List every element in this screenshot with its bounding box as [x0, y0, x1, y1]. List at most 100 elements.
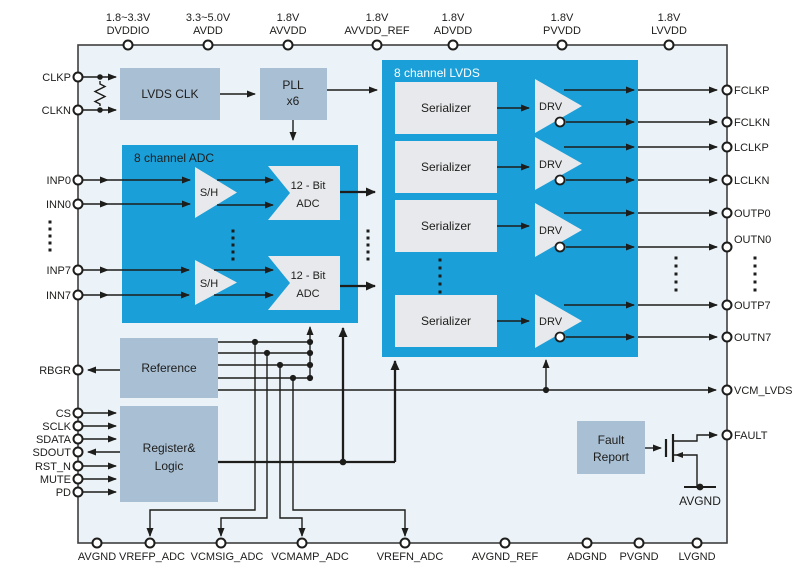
pin-label-lclkp: LCLKP — [734, 142, 769, 154]
pin-label-outn0: OUTN0 — [734, 234, 771, 246]
serializer-input-wires — [497, 104, 530, 325]
register-logic-block — [120, 406, 218, 502]
reference-label: Reference — [141, 361, 197, 375]
pin-lclkn — [721, 174, 733, 186]
drv-0-label: DRV — [539, 101, 563, 113]
pin-label-advdd: ADVDD — [434, 25, 473, 37]
pin-vcm-lvds — [721, 384, 733, 396]
pin-label-lvvdd-voltage: 1.8V — [658, 12, 681, 24]
pin-label-vrefp-adc: VREFP_ADC — [119, 551, 185, 563]
sample-hold-7-triangle — [195, 260, 237, 305]
pin-dvddio — [122, 39, 134, 51]
pin-label-pvvdd: PVVDD — [543, 25, 581, 37]
ellipsis-left-outside — [48, 220, 52, 252]
pin-label-fclkp: FCLKP — [734, 85, 769, 97]
pin-sdata — [72, 433, 84, 445]
pin-lclkp — [721, 141, 733, 153]
pin-lvgnd — [691, 537, 703, 549]
reference-block — [120, 338, 218, 398]
right-pin-labels: FCLKP FCLKN LCLKP LCLKN OUTP0 OUTN0 OUTP… — [734, 85, 792, 442]
pin-label-avgnd-ref: AVGND_REF — [472, 551, 539, 563]
pin-label-outp0: OUTP0 — [734, 208, 771, 220]
pin-label-mute: MUTE — [40, 474, 71, 486]
pin-label-vcm-lvds: VCM_LVDS — [734, 385, 792, 397]
ellipsis-right-inside — [674, 256, 678, 292]
inversion-bubble-2 — [554, 241, 566, 253]
pin-label-outn7: OUTN7 — [734, 332, 771, 344]
serializer-1-label: Serializer — [421, 160, 471, 174]
pin-outp0 — [721, 207, 733, 219]
pin-label-lvgnd: LVGND — [678, 551, 715, 563]
drv-2-label: DRV — [539, 225, 563, 237]
drv-2-triangle — [535, 203, 582, 257]
block-labels: LVDS CLK PLL x6 8 channel ADC 8 channel … — [134, 66, 721, 508]
serializer-1-block — [395, 141, 497, 193]
serializer-3-block — [395, 295, 497, 347]
drv-3-label: DRV — [539, 316, 563, 328]
pin-label-avdd: AVDD — [193, 25, 223, 37]
pin-label-pd: PD — [56, 487, 71, 499]
pin-pd — [72, 486, 84, 498]
pin-outp7 — [721, 299, 733, 311]
pin-label-clkn: CLKN — [42, 105, 71, 117]
left-pin-labels: CLKP CLKN INP0 INN0 INP7 INN7 RBGR CS SC… — [33, 72, 72, 499]
pin-vrefn-adc — [399, 537, 411, 549]
pin-fclkn — [721, 116, 733, 128]
register-label-line2: Logic — [155, 459, 184, 473]
pin-label-sclk: SCLK — [42, 421, 71, 433]
left-pins — [72, 71, 84, 498]
pin-pvvdd — [556, 39, 568, 51]
top-power-pins — [122, 39, 675, 51]
pin-label-avgnd: AVGND — [78, 551, 116, 563]
adc12-0-block — [268, 166, 340, 220]
pin-avdd — [202, 39, 214, 51]
pll-block — [260, 68, 327, 120]
pin-adgnd — [581, 537, 593, 549]
adc12-0-label-line1: 12 - Bit — [291, 180, 326, 192]
inversion-bubble-1 — [554, 174, 566, 186]
pin-label-vcmamp-adc: VCMAMP_ADC — [271, 551, 349, 563]
pin-clkp — [72, 71, 84, 83]
fault-circuit — [645, 431, 718, 491]
pin-label-dvddio: DVDDIO — [107, 25, 150, 37]
pin-avvdd — [282, 39, 294, 51]
register-label-line1: Register& — [143, 441, 196, 455]
fault-label-line1: Fault — [598, 433, 625, 447]
drv-3-triangle — [535, 294, 582, 348]
pin-label-avvdd-ref-voltage: 1.8V — [366, 12, 389, 24]
adc12-7-label-line2: ADC — [296, 288, 319, 300]
drv-0-triangle — [535, 79, 582, 133]
pin-label-avvdd-ref: AVVDD_REF — [344, 25, 409, 37]
pin-fclkp — [721, 84, 733, 96]
pin-advdd — [447, 39, 459, 51]
pin-rbgr — [72, 364, 84, 376]
pin-inp0 — [72, 174, 84, 186]
adc12-7-block — [268, 256, 340, 310]
pin-label-rst-n: RST_N — [35, 461, 71, 473]
pin-label-pvgnd: PVGND — [619, 551, 658, 563]
pin-vcmsig-adc — [215, 537, 227, 549]
pin-label-rbgr: RBGR — [39, 365, 71, 377]
right-pins — [721, 84, 733, 441]
pll-label-line1: PLL — [282, 78, 304, 92]
pin-vcmamp-adc — [296, 537, 308, 549]
lvds-clk-label: LVDS CLK — [141, 87, 198, 101]
inversion-bubble-3 — [554, 331, 566, 343]
pin-label-sdata: SDATA — [36, 434, 72, 446]
pin-clkn — [72, 104, 84, 116]
drv-1-label: DRV — [539, 159, 563, 171]
inversion-bubble-0 — [554, 116, 566, 128]
pin-label-avvdd-voltage: 1.8V — [277, 12, 300, 24]
ellipsis-serializer-column — [438, 258, 442, 294]
adc-to-lvds-wires — [340, 187, 376, 291]
mosfet-source-arrow — [675, 452, 683, 458]
sample-hold-7-label: S/H — [200, 278, 218, 290]
bottom-ground-pins — [91, 537, 703, 549]
pin-label-cs: CS — [56, 408, 71, 420]
pin-label-lclkn: LCLKN — [734, 175, 770, 187]
pin-avgnd — [91, 537, 103, 549]
pin-avvdd-ref — [371, 39, 383, 51]
serializer-2-label: Serializer — [421, 219, 471, 233]
pll-label-line2: x6 — [287, 94, 300, 108]
